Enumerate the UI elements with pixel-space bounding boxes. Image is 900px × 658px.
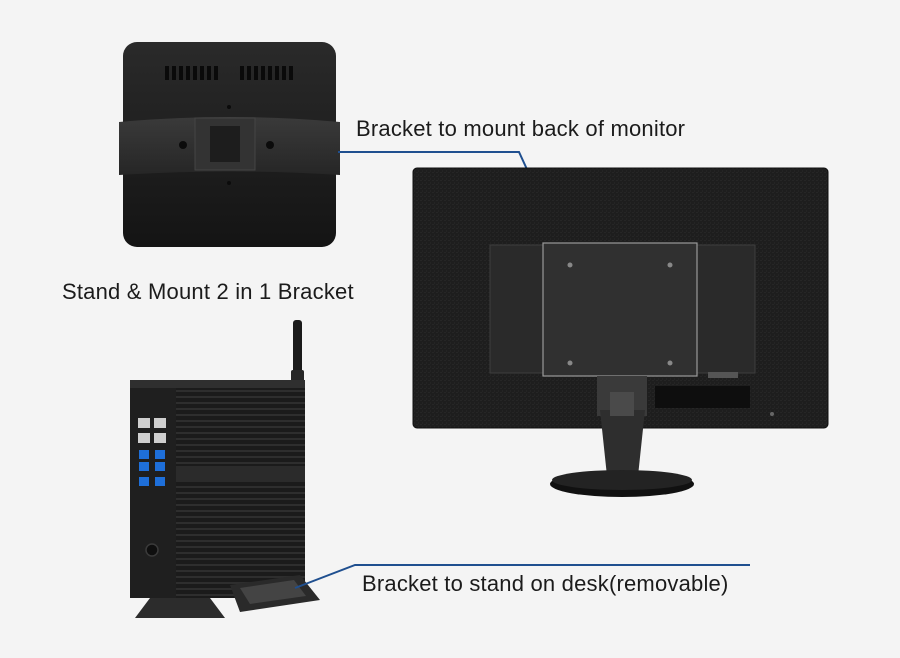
mini-pc-standing-view <box>130 320 320 618</box>
mini-pc-back-view <box>119 42 340 247</box>
label-mount-back: Bracket to mount back of monitor <box>356 116 686 141</box>
callout-desk-stand <box>294 564 750 589</box>
vent-slots <box>165 66 293 80</box>
desk-bracket-front <box>135 598 225 618</box>
antenna-icon <box>293 320 302 386</box>
monitor-back-view <box>412 167 829 497</box>
usb-port-icon <box>138 418 166 486</box>
label-center-title: Stand & Mount 2 in 1 Bracket <box>62 279 354 304</box>
label-desk-stand: Bracket to stand on desk(removable) <box>362 571 729 596</box>
power-button-icon <box>145 543 159 557</box>
